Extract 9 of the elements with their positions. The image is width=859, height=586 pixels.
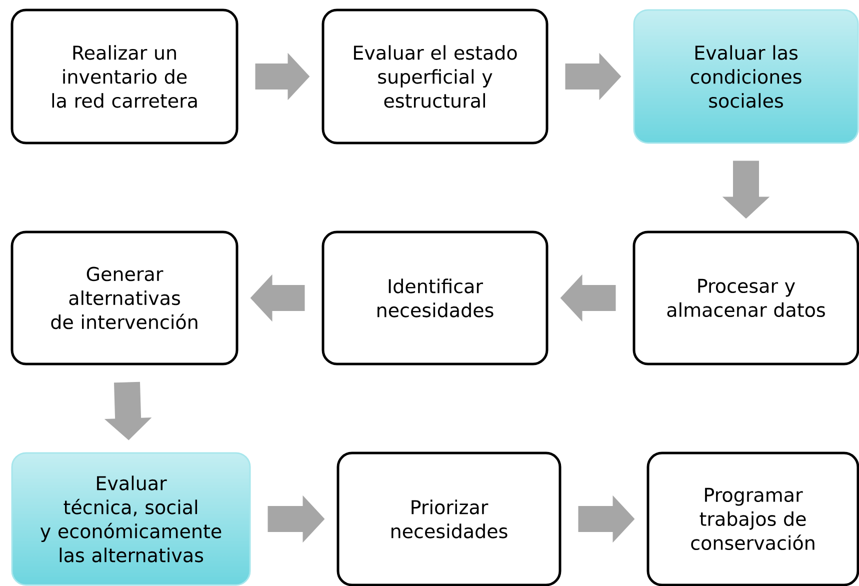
process-box: Evaluar técnica, social y económicamente las alternativas [11,452,251,586]
process-box: Generar alternativas de intervención [10,230,238,366]
process-box: Evaluar las condiciones sociales [633,9,859,144]
process-box: Procesar y almacenar datos [632,230,859,366]
process-box: Programar trabajos de conservación [646,452,859,586]
process-box: Realizar un inventario de la red carretera [10,8,238,144]
process-box: Evaluar el estado superficial y estructural [322,8,548,144]
process-box: Identificar necesidades [322,230,548,366]
process-box: Priorizar necesidades [336,452,562,586]
